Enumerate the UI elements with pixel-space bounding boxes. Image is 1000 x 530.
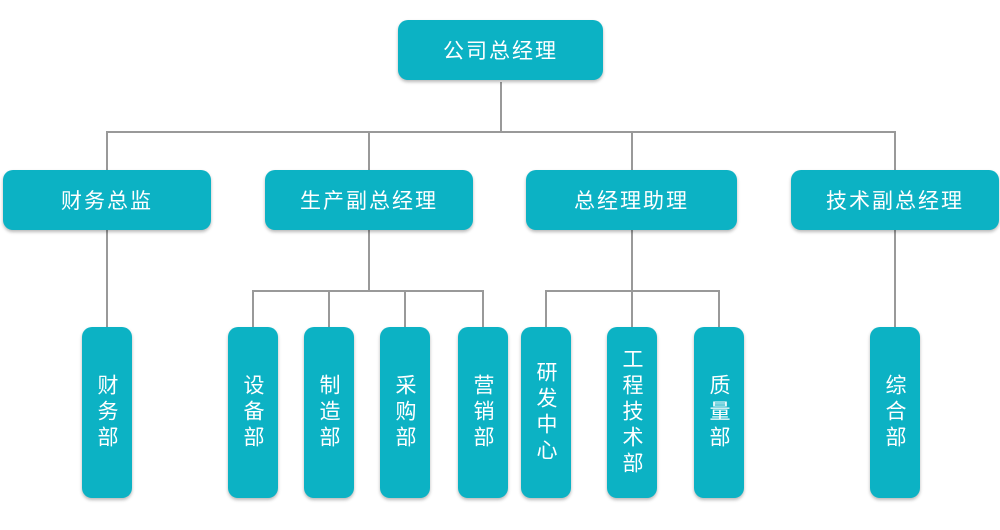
- connector-drop-finance-director: [106, 131, 108, 170]
- connector-drop-production-vp: [368, 131, 370, 170]
- org-node-engineering-tech-dept-label: 工程技术部: [620, 347, 644, 478]
- connector-drop-manufacturing-dept: [328, 290, 330, 327]
- org-node-equipment-dept-label: 设备部: [241, 373, 265, 452]
- connector-production-bus: [252, 290, 484, 292]
- org-node-finance-director-label: 财务总监: [61, 189, 153, 213]
- connector-drop-purchasing-dept: [404, 290, 406, 327]
- org-node-marketing-dept-label: 营销部: [471, 373, 495, 452]
- connector-ceo-trunk: [500, 82, 502, 131]
- org-node-ceo: 公司总经理: [398, 20, 603, 80]
- org-node-marketing-dept: 营销部: [458, 327, 508, 498]
- org-node-manufacturing-dept-label: 制造部: [317, 373, 341, 452]
- connector-level2-bus: [106, 131, 896, 133]
- connector-drop-gm-assistant: [631, 131, 633, 170]
- org-node-ceo-label: 公司总经理: [443, 39, 558, 63]
- org-node-finance-director: 财务总监: [3, 170, 211, 230]
- connector-drop-equipment-dept: [252, 290, 254, 327]
- org-node-equipment-dept: 设备部: [228, 327, 278, 498]
- org-node-technology-vp-label: 技术副总经理: [826, 189, 964, 213]
- org-node-gm-assistant: 总经理助理: [526, 170, 737, 230]
- org-node-engineering-tech-dept: 工程技术部: [607, 327, 657, 498]
- org-node-general-affairs-dept: 综合部: [870, 327, 920, 498]
- org-node-purchasing-dept: 采购部: [380, 327, 430, 498]
- connector-drop-quality-dept: [718, 290, 720, 327]
- connector-drop-rnd-center: [545, 290, 547, 327]
- org-node-manufacturing-dept: 制造部: [304, 327, 354, 498]
- org-node-quality-dept-label: 质量部: [707, 373, 731, 452]
- org-node-production-vp-label: 生产副总经理: [300, 189, 438, 213]
- org-node-purchasing-dept-label: 采购部: [393, 373, 417, 452]
- connector-drop-engineering-tech-dept: [631, 290, 633, 327]
- org-node-rnd-center-label: 研发中心: [534, 360, 558, 465]
- org-node-gm-assistant-label: 总经理助理: [574, 189, 689, 213]
- connector-production-vp-stub: [368, 230, 370, 290]
- connector-finance-director-to-finance-dept: [106, 230, 108, 327]
- connector-drop-technology-vp: [894, 131, 896, 170]
- org-node-quality-dept: 质量部: [694, 327, 744, 498]
- org-node-finance-dept-label: 财务部: [95, 373, 119, 452]
- connector-technology-vp-to-general-affairs: [894, 230, 896, 327]
- connector-gm-assistant-stub: [631, 230, 633, 290]
- org-node-finance-dept: 财务部: [82, 327, 132, 498]
- org-node-production-vp: 生产副总经理: [265, 170, 473, 230]
- org-node-rnd-center: 研发中心: [521, 327, 571, 498]
- org-node-technology-vp: 技术副总经理: [791, 170, 999, 230]
- connector-drop-marketing-dept: [482, 290, 484, 327]
- org-node-general-affairs-dept-label: 综合部: [883, 373, 907, 452]
